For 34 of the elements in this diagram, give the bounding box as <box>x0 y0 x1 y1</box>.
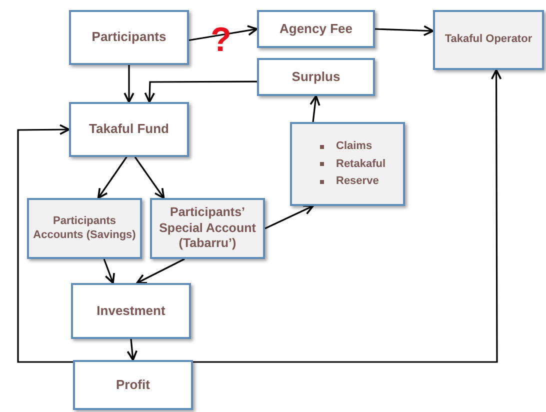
arrow <box>126 338 138 361</box>
arrow <box>134 156 165 199</box>
arrow <box>124 65 134 103</box>
list-item: Claims <box>336 139 372 154</box>
list-box <box>290 122 405 206</box>
box-label: Profit <box>116 376 150 394</box>
list-item: Retakaful <box>336 156 386 172</box>
box-label: Participants <box>92 29 166 46</box>
process-box <box>433 10 544 70</box>
box-label: Participants Accounts (Savings) <box>33 214 136 242</box>
process-box <box>69 10 189 65</box>
arrow <box>144 80 257 103</box>
arrow <box>97 156 128 199</box>
process-box <box>73 360 193 410</box>
process-box <box>27 198 142 259</box>
box-label: Participants’ Special Account (Tabarru’) <box>158 205 257 252</box>
box-label: Agency Fee <box>280 20 352 38</box>
arrow <box>193 69 502 363</box>
process-box <box>257 58 375 96</box>
box-label: Takaful Fund <box>89 121 169 138</box>
process-box <box>257 10 375 48</box>
arrow <box>17 124 73 363</box>
box-label: Takaful Operator <box>444 33 532 47</box>
arrow <box>374 25 434 36</box>
process-box <box>69 102 189 157</box>
arrow <box>310 95 320 122</box>
arrow <box>136 258 185 284</box>
arrow <box>103 258 115 284</box>
process-box <box>71 283 191 339</box>
box-label: Investment <box>96 302 166 320</box>
arrow <box>264 204 314 230</box>
process-box <box>150 198 265 259</box>
box-label: Surplus <box>292 68 340 86</box>
list-item: Reserve <box>336 174 379 190</box>
